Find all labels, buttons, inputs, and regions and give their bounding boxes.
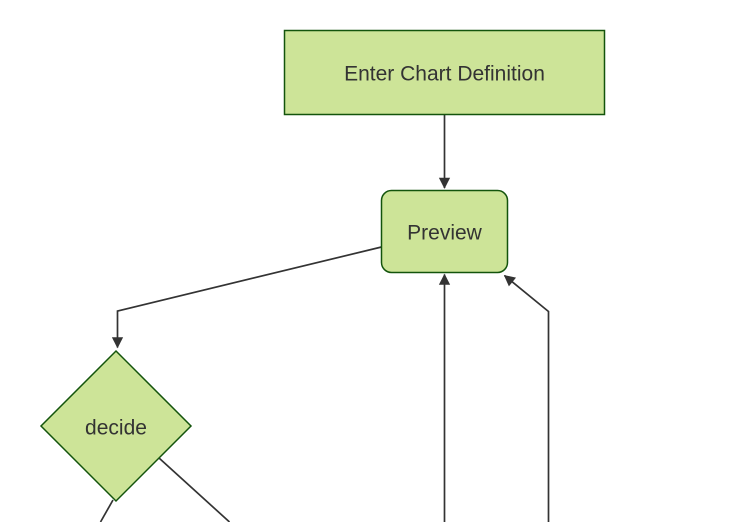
preview-label: Preview	[407, 222, 483, 245]
edge-decide-to-offscreen-left	[99, 499, 114, 522]
enter-chart-definition-box	[283, 29, 606, 116]
node-enter-chart-definition: Enter Chart Definition	[283, 29, 606, 116]
decide-label: decide	[85, 417, 147, 440]
edge-offscreen-right-to-preview	[503, 274, 550, 522]
preview-box	[380, 189, 509, 274]
edge-decide-to-offscreen-right	[158, 457, 231, 522]
node-preview: Preview	[380, 189, 509, 274]
edge-preview-to-decide	[111, 246, 382, 349]
edge-layer	[99, 115, 550, 522]
enter-chart-definition-label: Enter Chart Definition	[344, 63, 545, 86]
decide-diamond	[39, 349, 193, 503]
node-decide: decide	[39, 349, 193, 503]
